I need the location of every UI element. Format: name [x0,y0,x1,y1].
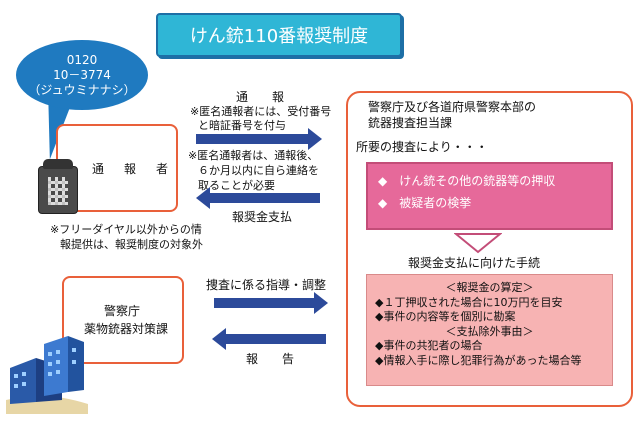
reward-payment-label: 報奨金支払 [232,210,293,224]
phone-number-bubble: 0120 10－3774 （ジュウミナナシ） [16,40,148,110]
down-arrow [454,233,502,254]
anon-contact-note-2: ６か月以内に自ら連絡を [198,164,319,177]
free-dial-note-1: ※フリーダイヤル以外からの情 [50,223,202,236]
action-item-arrest: ◆ 被疑者の検挙 [378,196,472,210]
procedure-exclusion-item2: ◆情報入手に際し犯罪行為があった場合等 [375,353,582,367]
investigation-text: 所要の捜査により・・・ [356,140,488,154]
actions-box: ◆ けん銃その他の銃器等の押収 ◆ 被疑者の検挙 [366,162,613,230]
procedure-head-exclusion: ＜支払除外事由＞ [445,324,534,338]
npa-line1: 警察庁 [104,304,141,318]
procedure-exclusion-item1: ◆事件の共犯者の場合 [375,339,483,352]
procedure-calc-item2: ◆事件の内容等を個別に勘案 [375,310,516,323]
police-hq-line2: 銃器捜査担当課 [368,116,453,130]
police-hq-panel [346,91,633,407]
procedure-calc-item1: ◆１丁押収された場合に10万円を目安 [375,295,563,309]
reporter-label: 通 報 者 [92,162,173,176]
free-dial-note-2: 報提供は、報奨制度の対象外 [60,238,203,251]
report-arrow [196,128,322,150]
action-item-seizure: ◆ けん銃その他の銃器等の押収 [378,174,556,188]
npa-line2: 薬物銃器対策課 [84,322,169,336]
building-icon [6,336,88,414]
guidance-arrow-label: 捜査に係る指導・調整 [206,278,327,292]
phone-number-reading: （ジュウミナナシ） [28,82,136,97]
phone-number-line2: 10－3774 [53,67,111,82]
payment-procedure-label: 報奨金支払に向けた手続 [408,256,541,270]
phone-number-line1: 0120 [66,52,98,67]
report-back-arrow [212,328,326,350]
title-box: けん銃110番報奨制度 [156,13,402,57]
procedure-head-calc: ＜報奨金の算定＞ [445,281,534,294]
telephone-icon [38,159,78,214]
procedure-box: ＜報奨金の算定＞ ◆１丁押収された場合に10万円を目安 ◆事件の内容等を個別に勘… [366,274,613,386]
anon-contact-note-3: 取ることが必要 [198,179,275,192]
anon-number-note-1: ※匿名通報者には、受付番号 [190,105,332,118]
report-back-label: 報 告 [246,352,295,366]
anon-contact-note-1: ※匿名通報者は、通報後、 [188,149,319,162]
report-arrow-label: 通 報 [236,90,285,104]
page-title: けん銃110番報奨制度 [189,26,369,47]
anon-number-note-2: と暗証番号を付与 [198,119,286,132]
police-hq-line1: 警察庁及び各道府県警察本部の [368,100,537,114]
reward-payment-arrow [196,187,320,209]
guidance-arrow [214,292,328,314]
